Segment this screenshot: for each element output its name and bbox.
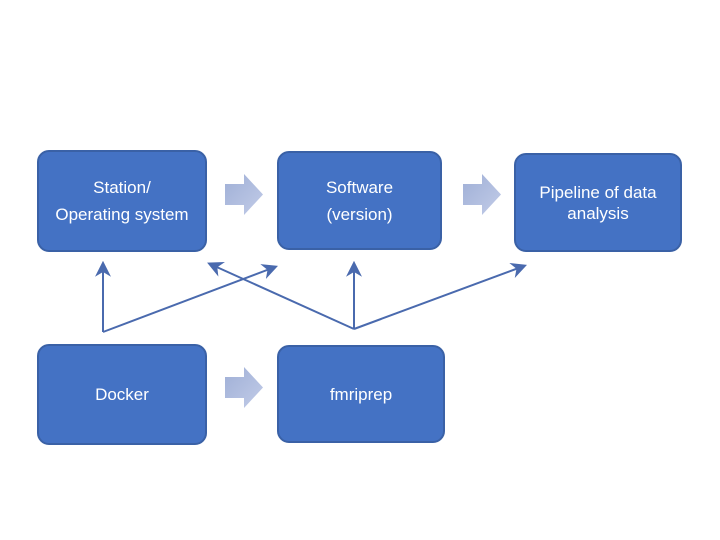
node-software-label: Software (version) (326, 174, 393, 228)
connector-fmriprep-to-station-arrow (207, 261, 355, 330)
node-station-label: Station/ Operating system (55, 174, 188, 228)
node-software-line1: Software (325, 177, 394, 197)
node-station: Station/ Operating system (37, 150, 207, 252)
right-block-arrow-icon (463, 174, 501, 215)
connector-fmriprep-to-pipeline-arrow (353, 262, 528, 330)
node-pipeline: Pipeline of data analysis (514, 153, 682, 252)
right-block-arrow-icon (225, 367, 263, 408)
node-software: Software (version) (277, 151, 442, 250)
node-fmriprep: fmriprep (277, 345, 445, 443)
right-block-arrow-icon (225, 174, 263, 215)
node-docker-line1: Docker (95, 385, 149, 404)
node-docker: Docker (37, 344, 207, 445)
node-fmriprep-label: fmriprep (330, 384, 392, 405)
node-fmriprep-line1: fmriprep (329, 384, 393, 404)
node-pipeline-label: Pipeline of data analysis (539, 182, 656, 224)
node-pipeline-line2: analysis (567, 203, 629, 223)
node-station-line2: Operating system (55, 205, 189, 224)
node-software-line2: (version) (326, 204, 393, 224)
node-station-line1: Station/ (93, 178, 151, 197)
node-pipeline-line1: Pipeline of data (539, 182, 657, 202)
node-docker-label: Docker (95, 384, 149, 405)
connector-docker-to-software-arrow (102, 264, 278, 333)
